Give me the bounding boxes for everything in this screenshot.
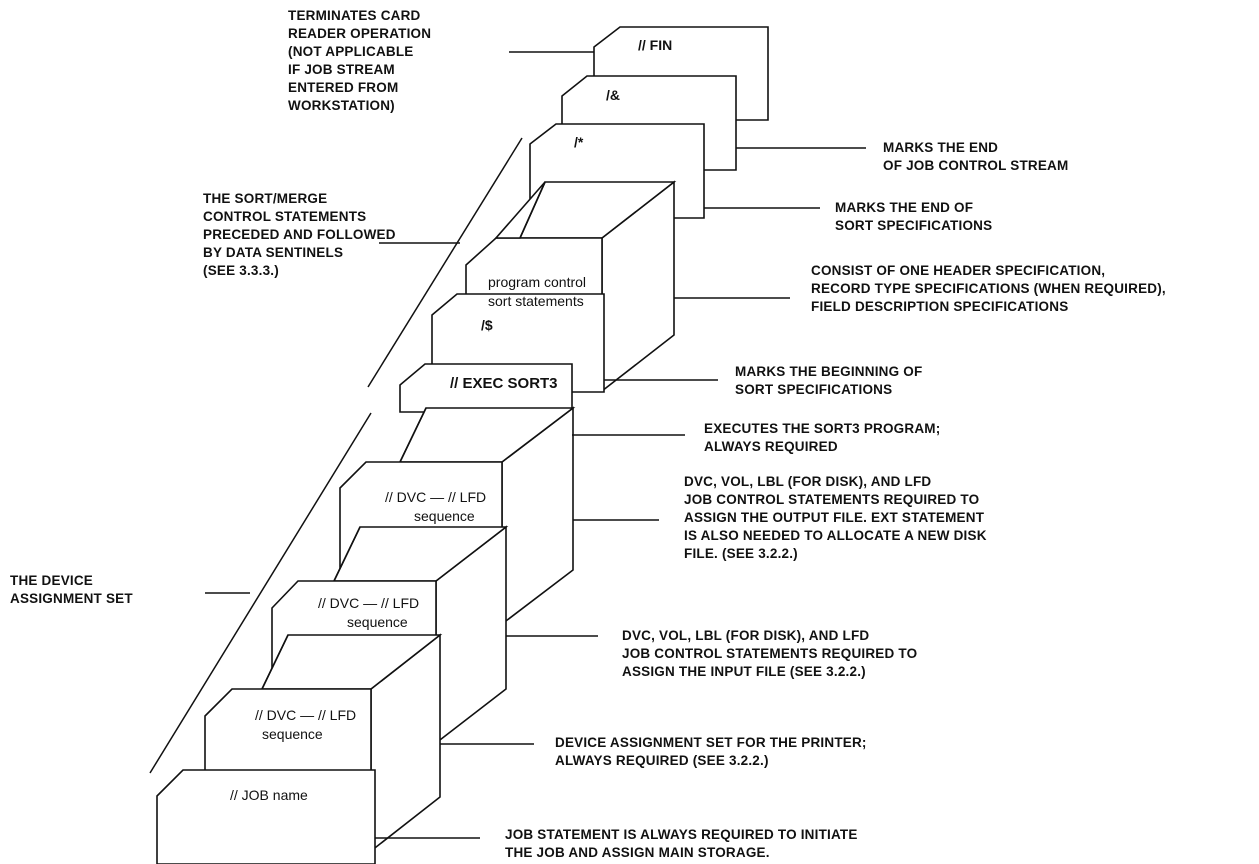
- device-set-annotation: THE DEVICE ASSIGNMENT SET: [10, 572, 133, 608]
- dvc-input-annotation-line: DVC, VOL, LBL (FOR DISK), AND LFD: [622, 628, 870, 643]
- dvc-printer-annotation: DEVICE ASSIGNMENT SET FOR THE PRINTER; A…: [555, 734, 867, 770]
- fin-card-label: // FIN: [638, 37, 673, 53]
- fin-annotation-line: READER OPERATION: [288, 26, 432, 41]
- fin-annotation-line: IF JOB STREAM: [288, 62, 395, 77]
- dollar-annotation-line: SORT SPECIFICATIONS: [735, 382, 893, 397]
- device-set-bracket: [149, 412, 372, 774]
- dvc-output-annotation-line: FILE. (SEE 3.2.2.): [684, 546, 798, 561]
- job-card-label: // JOB name: [230, 787, 308, 803]
- program-control-annotation: CONSIST OF ONE HEADER SPECIFICATION, REC…: [811, 262, 1166, 316]
- dvc-input-label-1: // DVC — // LFD: [318, 595, 420, 611]
- exec-card: [399, 363, 573, 413]
- exec-annotation-line: EXECUTES THE SORT3 PROGRAM;: [704, 421, 941, 436]
- dvc-output-label-2: sequence: [414, 508, 475, 524]
- star-annotation-line: SORT SPECIFICATIONS: [835, 218, 993, 233]
- sentinels-annotation-line: PRECEDED AND FOLLOWED: [203, 227, 396, 242]
- amp-card-label: /&: [606, 87, 620, 103]
- star-annotation-line: MARKS THE END OF: [835, 200, 974, 215]
- sentinels-annotation-line: BY DATA SENTINELS: [203, 245, 344, 260]
- dvc-printer-annotation-line: ALWAYS REQUIRED (SEE 3.2.2.): [555, 753, 769, 768]
- program-control-annotation-line: RECORD TYPE SPECIFICATIONS (WHEN REQUIRE…: [811, 281, 1166, 296]
- dvc-output-annotation-line: ASSIGN THE OUTPUT FILE. EXT STATEMENT: [684, 510, 985, 525]
- dvc-output-label-1: // DVC — // LFD: [385, 489, 487, 505]
- program-control-label-1: program control: [488, 274, 587, 290]
- program-control-label-2: sort statements: [488, 293, 584, 309]
- amp-annotation-line: OF JOB CONTROL STREAM: [883, 158, 1069, 173]
- fin-annotation-line: WORKSTATION): [288, 98, 395, 113]
- program-control-annotation-line: CONSIST OF ONE HEADER SPECIFICATION,: [811, 263, 1106, 278]
- fin-annotation-line: (NOT APPLICABLE: [288, 44, 414, 59]
- dvc-printer-label-2: sequence: [262, 726, 323, 742]
- amp-annotation: MARKS THE END OF JOB CONTROL STREAM: [883, 139, 1068, 175]
- exec-card-label: // EXEC SORT3: [450, 375, 558, 392]
- fin-annotation-line: ENTERED FROM: [288, 80, 399, 95]
- dollar-annotation-line: MARKS THE BEGINNING OF: [735, 364, 923, 379]
- dvc-output-annotation-line: DVC, VOL, LBL (FOR DISK), AND LFD: [684, 474, 932, 489]
- sentinels-annotation-line: CONTROL STATEMENTS: [203, 209, 367, 224]
- dvc-input-annotation-line: ASSIGN THE INPUT FILE (SEE 3.2.2.): [622, 664, 866, 679]
- sentinels-bracket: [367, 137, 523, 388]
- job-card-face: [156, 769, 376, 864]
- fin-annotation: TERMINATES CARD READER OPERATION (NOT AP…: [288, 7, 431, 115]
- job-annotation: JOB STATEMENT IS ALWAYS REQUIRED TO INIT…: [505, 826, 858, 862]
- dvc-output-annotation-line: IS ALSO NEEDED TO ALLOCATE A NEW DISK: [684, 528, 987, 543]
- dvc-input-label-2: sequence: [347, 614, 408, 630]
- dollar-annotation: MARKS THE BEGINNING OF SORT SPECIFICATIO…: [735, 363, 922, 399]
- dollar-card-label: /$: [481, 317, 493, 333]
- sentinels-annotation-line: THE SORT/MERGE: [203, 191, 328, 206]
- exec-annotation-line: ALWAYS REQUIRED: [704, 439, 838, 454]
- sentinels-annotation-line: (SEE 3.3.3.): [203, 263, 279, 278]
- star-card-label: /*: [574, 134, 584, 150]
- dvc-printer-label-1: // DVC — // LFD: [255, 707, 357, 723]
- dvc-input-annotation-line: JOB CONTROL STATEMENTS REQUIRED TO: [622, 646, 918, 661]
- dvc-printer-annotation-line: DEVICE ASSIGNMENT SET FOR THE PRINTER;: [555, 735, 867, 750]
- amp-annotation-line: MARKS THE END: [883, 140, 999, 155]
- device-set-annotation-line: THE DEVICE: [10, 573, 94, 588]
- program-control-annotation-line: FIELD DESCRIPTION SPECIFICATIONS: [811, 299, 1069, 314]
- star-annotation: MARKS THE END OF SORT SPECIFICATIONS: [835, 199, 992, 235]
- device-set-annotation-line: ASSIGNMENT SET: [10, 591, 133, 606]
- dvc-output-annotation-line: JOB CONTROL STATEMENTS REQUIRED TO: [684, 492, 980, 507]
- job-annotation-line: THE JOB AND ASSIGN MAIN STORAGE.: [505, 845, 770, 860]
- dvc-output-annotation: DVC, VOL, LBL (FOR DISK), AND LFD JOB CO…: [684, 473, 987, 563]
- exec-annotation: EXECUTES THE SORT3 PROGRAM; ALWAYS REQUI…: [704, 420, 940, 456]
- dvc-input-annotation: DVC, VOL, LBL (FOR DISK), AND LFD JOB CO…: [622, 627, 917, 681]
- fin-annotation-line: TERMINATES CARD: [288, 8, 421, 23]
- job-annotation-line: JOB STATEMENT IS ALWAYS REQUIRED TO INIT…: [505, 827, 858, 842]
- sentinels-annotation: THE SORT/MERGE CONTROL STATEMENTS PRECED…: [203, 190, 396, 280]
